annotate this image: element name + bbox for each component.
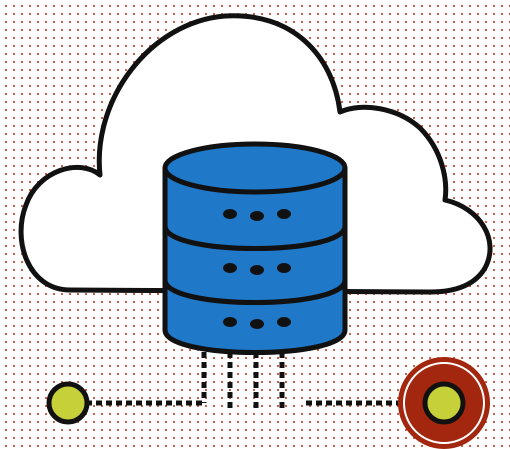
database-tier-1-dots [223, 209, 291, 221]
database-tier-3-dots [223, 317, 291, 329]
connector-node-icon [46, 381, 90, 425]
database-tier-2-dots [223, 263, 291, 275]
connector-node-icon [422, 381, 466, 425]
database-icon [162, 141, 348, 355]
highlight-ring-icon [398, 357, 490, 449]
data-drop-lines [201, 352, 285, 410]
